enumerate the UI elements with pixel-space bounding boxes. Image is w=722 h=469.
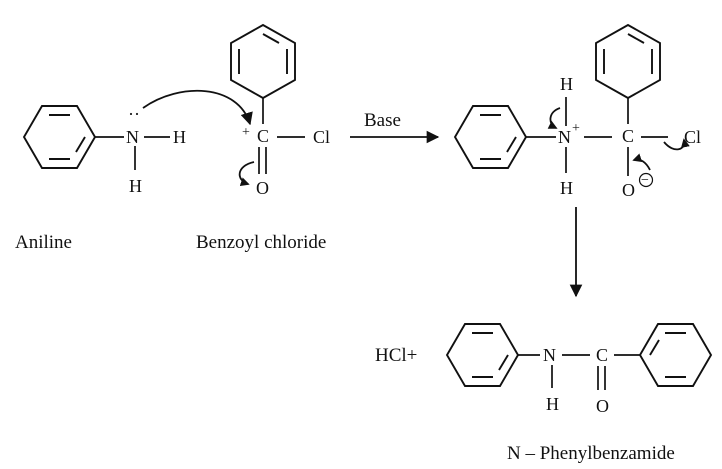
- intermediate-nitrogen: N: [558, 127, 571, 147]
- benzoyl-carbon: C: [257, 126, 269, 146]
- benzoyl-oxygen: O: [256, 178, 269, 198]
- aniline-label: Aniline: [15, 232, 72, 253]
- aniline-hydrogen-bottom: H: [129, 176, 142, 196]
- intermediate-carbon: C: [622, 126, 634, 146]
- hcl-byproduct: HCl+: [375, 345, 417, 366]
- intermediate-hydrogen-bottom: H: [560, 178, 573, 198]
- oxygen-reform-arrow: [632, 153, 651, 171]
- product-oxygen: O: [596, 396, 609, 416]
- product-nitrogen: N: [543, 345, 556, 365]
- product-hydrogen: H: [546, 394, 559, 414]
- nucleophilic-attack-arrow: [142, 89, 253, 126]
- product-label: N – Phenylbenzamide: [507, 443, 675, 464]
- product-aniline-ring: [445, 323, 520, 387]
- chloride-leaving-arrow: [663, 138, 690, 151]
- carbonyl-electron-shift-arrow: [238, 161, 255, 186]
- product-carbon: C: [596, 345, 608, 365]
- intermediate-chlorine: Cl: [684, 127, 701, 147]
- benzoyl-chloride-molecule: + C Cl O: [230, 23, 330, 198]
- n-h-deprotonation-arrow: [547, 107, 561, 129]
- aniline-hydrogen-right: H: [173, 127, 186, 147]
- aniline-lone-pair: ··: [128, 104, 140, 124]
- aniline-benzene-ring: [22, 105, 97, 169]
- benzoyl-benzene-ring: [230, 23, 296, 100]
- intermediate-nitrogen-charge: +: [572, 121, 580, 136]
- benzoyl-chlorine: Cl: [313, 127, 330, 147]
- intermediate-benzoyl-ring: [595, 23, 661, 100]
- benzoyl-chloride-label: Benzoyl chloride: [196, 232, 326, 253]
- intermediate-oxygen-charge-circle: [638, 172, 654, 188]
- intermediate-oxygen-charge: −: [641, 173, 649, 188]
- product-benzoyl-ring: [638, 323, 713, 387]
- tetrahedral-intermediate: N + H H C Cl O −: [453, 23, 701, 200]
- intermediate-aniline-ring: [453, 105, 528, 169]
- aniline-molecule: ·· N H H: [22, 104, 186, 196]
- aniline-nitrogen: N: [126, 127, 139, 147]
- reagent-label: Base: [364, 110, 401, 131]
- intermediate-hydrogen-top: H: [560, 74, 573, 94]
- carbonyl-partial-positive: +: [242, 125, 250, 140]
- intermediate-oxygen: O: [622, 180, 635, 200]
- n-phenylbenzamide-molecule: N H C O: [445, 323, 713, 416]
